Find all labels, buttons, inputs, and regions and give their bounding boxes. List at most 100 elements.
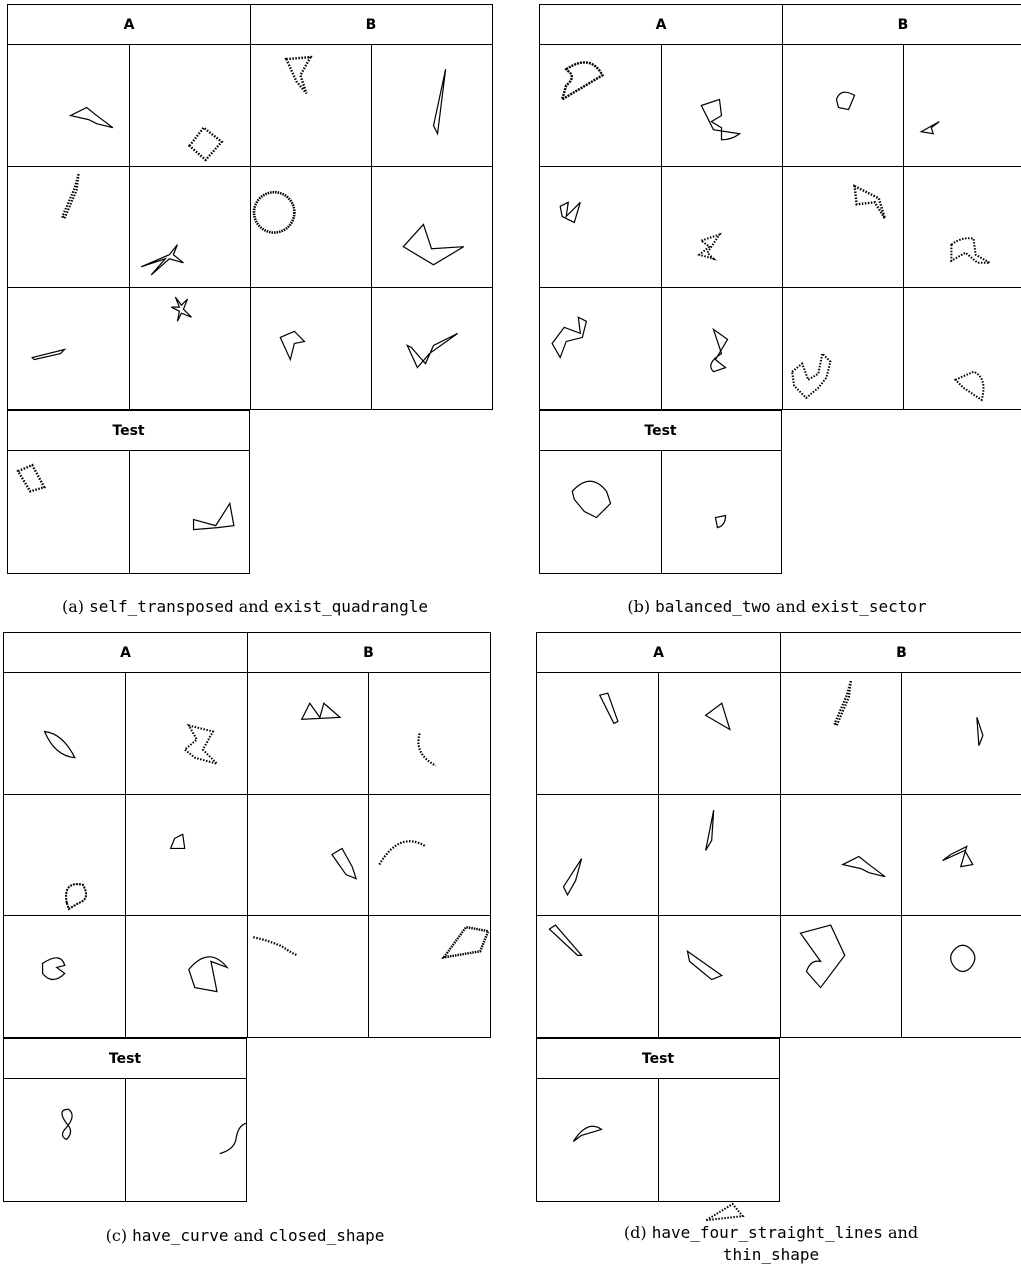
panel-a: A B Test (a) self_transposed and exist_q… — [7, 4, 493, 614]
cross-spiky-shape — [129, 166, 250, 287]
group-b-cell — [902, 673, 1021, 794]
semicircle-square-shape — [540, 451, 661, 572]
group-a-cell — [8, 166, 129, 287]
caption: (c) have_curve and closed_shape — [0, 1225, 490, 1247]
flat-sliver-shape — [8, 287, 129, 408]
group-b-header: B — [782, 5, 1021, 45]
arrow-fan-shape — [371, 287, 492, 408]
group-a-cell — [540, 45, 661, 166]
group-b-header: B — [250, 5, 492, 45]
group-b-cell — [371, 166, 492, 287]
leaf-shape — [4, 673, 126, 794]
group-b-cell — [250, 287, 371, 408]
group-a-cell — [4, 794, 126, 915]
group-b-cell — [250, 166, 371, 287]
test-cell — [540, 451, 661, 572]
group-a-cell — [129, 45, 250, 166]
grid-test: Test — [539, 410, 782, 574]
strip-diag-shape — [537, 915, 659, 1036]
group-a-cell — [661, 166, 782, 287]
group-b-cell — [780, 794, 902, 915]
group-a-cell — [126, 673, 248, 794]
test-cell — [125, 1079, 246, 1200]
group-a-cell — [8, 45, 129, 166]
group-b-cell — [782, 45, 903, 166]
zigzag-cluster-shape — [782, 287, 903, 408]
test-header: Test — [8, 411, 249, 451]
test-header: Test — [4, 1039, 246, 1079]
group-b-cell — [903, 287, 1021, 408]
wave-dotted-shape — [247, 915, 369, 1036]
figure-eight-shape — [4, 1079, 125, 1200]
group-b-cell — [369, 673, 491, 794]
group-a-cell — [659, 673, 781, 794]
caption: (d) have_four_straight_lines and thin_sh… — [526, 1222, 1016, 1266]
group-b-cell — [250, 45, 371, 166]
group-b-cell — [247, 915, 369, 1036]
test-header: Test — [537, 1039, 779, 1079]
group-b-cell — [371, 287, 492, 408]
group-a-cell — [540, 287, 661, 408]
group-a-cell — [659, 915, 781, 1036]
group-b-header: B — [247, 633, 490, 673]
parallelogram-shape — [659, 915, 781, 1036]
group-a-header: A — [4, 633, 247, 673]
star-cross-shape — [129, 287, 250, 408]
panel-d: A B Test (d) have_four_straight_lines an… — [536, 632, 1021, 1280]
grid-main: A B — [7, 4, 493, 410]
group-b-cell — [780, 915, 902, 1036]
bowtie-thin-shape — [780, 794, 902, 915]
diamond-dotted-shape — [129, 45, 250, 166]
panel-b: A B Test (b) balanced_two and exist_sect… — [539, 4, 1021, 614]
grid-main: A B — [3, 632, 491, 1038]
group-b-cell — [247, 794, 369, 915]
kite-shape — [247, 794, 369, 915]
lambda-dotted-shape — [903, 166, 1021, 287]
lozenge-dotted-shape — [8, 451, 129, 572]
group-a-cell — [659, 794, 781, 915]
pinwheel-dotted-shape — [126, 673, 248, 794]
arc-dotted-shape — [369, 794, 491, 915]
triangle-dotted-shape — [658, 1079, 779, 1200]
group-a-cell — [661, 45, 782, 166]
s-pac-shape — [4, 915, 126, 1036]
panel-c: A B Test (c) have_curve and closed_shape — [3, 632, 493, 1272]
grid-main: A B — [536, 632, 1021, 1038]
needle-shape — [371, 45, 492, 166]
pinch-rect-dotted-shape — [250, 45, 371, 166]
needle-dotted-shape — [8, 166, 129, 287]
test-cell — [537, 1079, 658, 1200]
group-b-cell — [371, 45, 492, 166]
pacman-zig-shape — [4, 794, 126, 915]
group-b-cell — [247, 673, 369, 794]
needle-v-shape — [659, 794, 781, 915]
bowtie-wide-shape — [371, 166, 492, 287]
sector-dotted-shape — [903, 287, 1021, 408]
tri-arc-shape — [537, 1079, 658, 1200]
group-b-cell — [902, 915, 1021, 1036]
hourglass-v-shape — [661, 287, 782, 408]
s-curve-shape — [125, 1079, 246, 1200]
pacman-big-shape — [126, 915, 248, 1036]
needle-dotted-shape — [780, 673, 902, 794]
test-cell — [129, 451, 250, 572]
group-b-cell — [782, 287, 903, 408]
w-zig-shape — [540, 166, 661, 287]
fan-zigzag-shape — [540, 45, 661, 166]
tiny-sector-shape — [126, 794, 248, 915]
grid-test: Test — [7, 410, 250, 574]
group-a-cell — [537, 673, 659, 794]
group-a-cell — [537, 794, 659, 915]
cup-tiny-shape — [661, 451, 782, 572]
thin-rect-shape — [537, 673, 659, 794]
group-a-cell — [126, 794, 248, 915]
group-a-header: A — [537, 633, 780, 673]
test-header: Test — [540, 411, 781, 451]
test-cell — [658, 1079, 779, 1200]
test-cell — [661, 451, 782, 572]
caption: (a) self_transposed and exist_quadrangle — [0, 596, 490, 618]
group-b-cell — [780, 673, 902, 794]
group-b-cell — [903, 166, 1021, 287]
group-a-cell — [4, 915, 126, 1036]
check-tick-shape — [537, 794, 659, 915]
